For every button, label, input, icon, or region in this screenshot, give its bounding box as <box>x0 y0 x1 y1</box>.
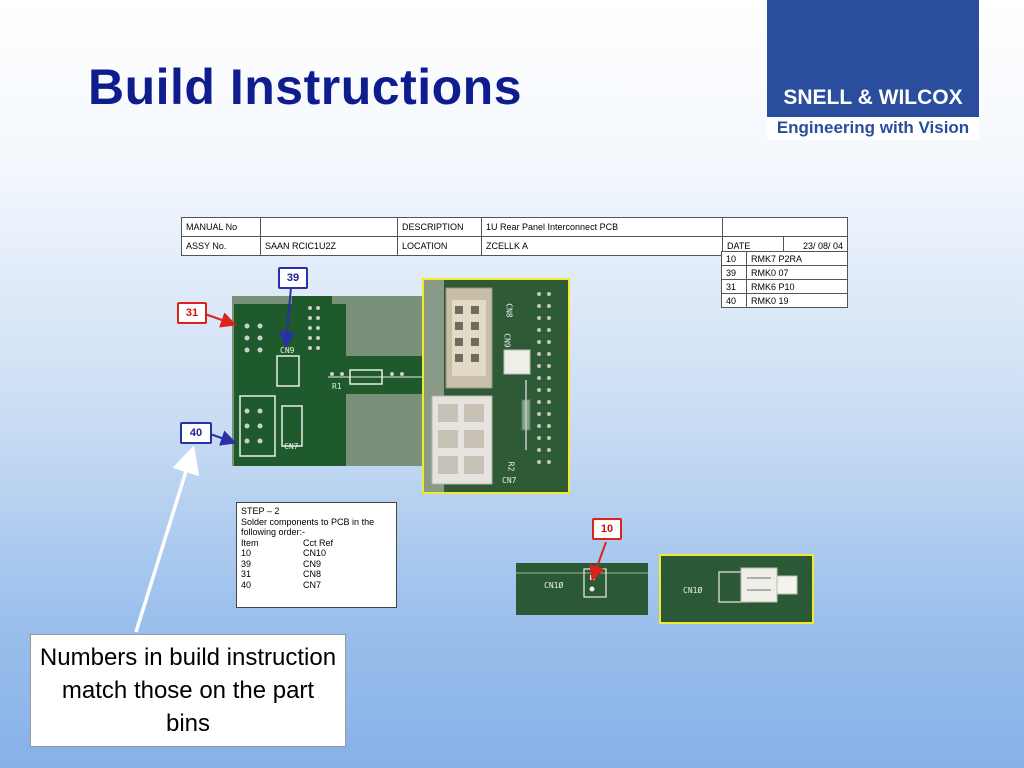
step-item: 10 <box>241 548 252 558</box>
step-line: following order:- <box>241 527 306 537</box>
step-instructions: STEP – 2 Solder components to PCB in the… <box>236 502 397 608</box>
step-row: 10 CN10 <box>241 548 392 559</box>
arrow-callout <box>134 445 200 633</box>
part-code: RMK0 19 <box>746 293 848 308</box>
step-heading: STEP – 2 <box>241 506 280 516</box>
arrow-39 <box>279 286 296 348</box>
step-col-ref: Cct Ref <box>303 537 334 548</box>
step-header-row: Item Cct Ref <box>241 538 392 549</box>
callout-note: Numbers in build instruction match those… <box>30 634 346 747</box>
pcb-photo-cn10-bare: CN1Ø <box>516 563 648 615</box>
step-item: 40 <box>241 579 252 590</box>
header-table: MANUAL No DESCRIPTION 1U Rear Panel Inte… <box>181 217 848 256</box>
step-row: 39 CN9 <box>241 559 392 570</box>
silk-r1: R1 <box>332 382 342 391</box>
arrow-40 <box>209 430 237 446</box>
logo-tagline: Engineering with Vision <box>776 118 970 137</box>
silk-cn7: CN7 <box>284 442 299 451</box>
step-ref: CN10 <box>303 548 327 558</box>
step-ref: CN9 <box>303 558 322 569</box>
pcb-cn10-fitted-drawing <box>661 556 812 622</box>
location-label: LOCATION <box>397 236 482 256</box>
step-row: 40 CN7 <box>241 580 392 591</box>
step-line: Solder components to PCB in the <box>241 516 375 527</box>
assy-value: SAAN RCIC1U2Z <box>260 236 398 256</box>
silk-cn10: CN1Ø <box>544 581 564 590</box>
pcb-zoom-drawing <box>424 280 568 492</box>
callout-text: Numbers in build instruction match those… <box>39 644 337 737</box>
step-item: 39 <box>241 558 252 569</box>
tag-39: 39 <box>278 267 308 289</box>
pcb-cn10-bare-drawing <box>516 563 648 615</box>
silk-cn10: CN1Ø <box>683 586 703 595</box>
silk-cn7: CN7 <box>502 476 517 485</box>
step-item: 31 <box>241 569 252 579</box>
assy-label: ASSY No. <box>181 236 261 256</box>
tag-31: 31 <box>177 302 207 324</box>
silk-cn9: CN9 <box>280 346 295 355</box>
logo-box: SNELL & WILCOX <box>767 0 979 117</box>
step-ref: CN8 <box>303 569 322 579</box>
tag-10: 10 <box>592 518 622 540</box>
page-title: Build Instructions <box>88 59 522 115</box>
pcb-photo-cn10-fitted: CN1Ø <box>659 554 814 624</box>
logo-name: SNELL & WILCOX <box>783 86 963 109</box>
company-logo: SNELL & WILCOX Engineering with Vision <box>767 0 979 140</box>
pcb-photo-zoom: CN8 CN9 R2 CN7 <box>422 278 570 494</box>
tag-40: 40 <box>180 422 212 444</box>
arrow-10 <box>589 541 607 582</box>
header-row: MANUAL No DESCRIPTION 1U Rear Panel Inte… <box>181 217 848 237</box>
step-row: 31 CN8 <box>241 569 392 580</box>
step-ref: CN7 <box>303 579 322 590</box>
arrow-31 <box>204 312 237 328</box>
step-col-item: Item <box>241 537 259 548</box>
